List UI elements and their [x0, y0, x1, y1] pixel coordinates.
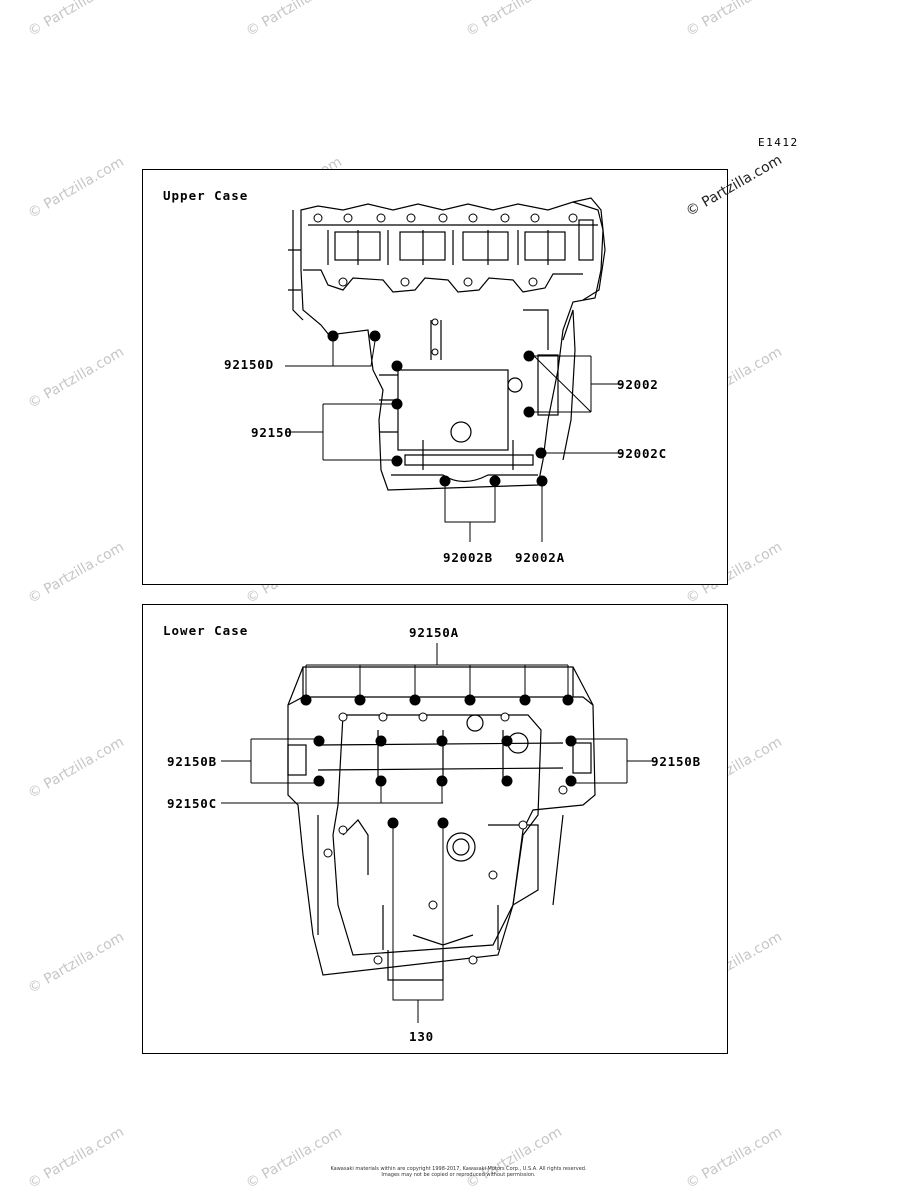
lower-case-drawing: 92150A 92150B 92150B 92150C 130	[167, 625, 701, 1044]
watermark: © Partzilla.com	[25, 539, 127, 607]
copyright-notice: Kawasaki materials within are copyright …	[300, 1166, 617, 1178]
label-92150C: 92150C	[167, 796, 217, 811]
watermark: © Partzilla.com	[25, 734, 127, 802]
watermark: © Partzilla.com	[243, 1124, 345, 1192]
label-92150B-left: 92150B	[167, 754, 217, 769]
label-92002: 92002	[617, 377, 659, 392]
label-130: 130	[409, 1029, 434, 1044]
lower-case-title: Lower Case	[163, 623, 249, 638]
upper-case-panel: Upper Case	[142, 169, 728, 585]
label-92002A: 92002A	[515, 550, 565, 565]
lower-case-panel: Lower Case	[142, 604, 728, 1054]
watermark: © Partzilla.com	[463, 1124, 565, 1192]
watermark: © Partzilla.com	[25, 344, 127, 412]
watermark: © Partzilla.com	[683, 0, 785, 40]
label-92150D: 92150D	[224, 357, 274, 372]
watermark: © Partzilla.com	[683, 1124, 785, 1192]
label-92002C: 92002C	[617, 446, 667, 461]
label-92150: 92150	[251, 425, 293, 440]
copyright-line-1: Kawasaki materials within are copyright …	[330, 1166, 587, 1172]
watermark: © Partzilla.com	[25, 1124, 127, 1192]
watermark: © Partzilla.com	[463, 0, 565, 40]
watermark: © Partzilla.com	[25, 0, 127, 40]
upper-case-title: Upper Case	[163, 188, 249, 203]
watermark: © Partzilla.com	[243, 0, 345, 40]
watermark: © Partzilla.com	[25, 929, 127, 997]
copyright-line-2: Images may not be copied or reproduced w…	[381, 1172, 536, 1178]
label-92002B: 92002B	[443, 550, 493, 565]
label-92150B-right: 92150B	[651, 754, 701, 769]
upper-case-drawing: 92150D 92150 92002 92002C 92002B 92002A	[224, 197, 667, 565]
watermark: © Partzilla.com	[25, 154, 127, 222]
diagram-code: E1412	[758, 136, 799, 149]
label-92150A: 92150A	[409, 625, 459, 640]
